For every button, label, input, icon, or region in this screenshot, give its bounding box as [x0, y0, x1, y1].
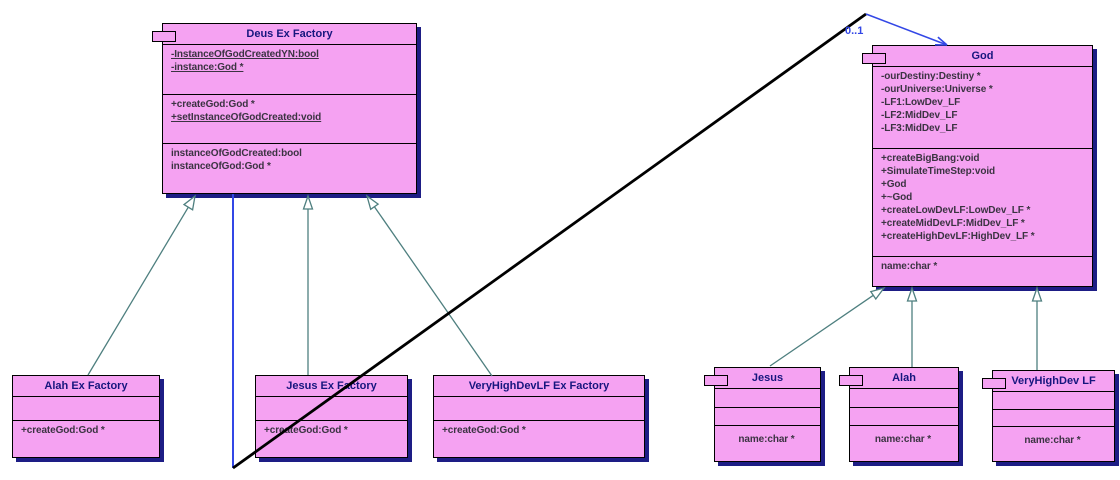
- god-member: name:char *: [881, 261, 938, 272]
- class-alah-ex-factory[interactable]: Alah Ex Factory +createGod:God *: [12, 375, 160, 458]
- class-deus-ex-factory[interactable]: Deus Ex Factory -InstanceOfGodCreatedYN:b…: [152, 23, 417, 194]
- deus-ex-factory-member: instanceOfGodCreated:bool: [171, 148, 302, 160]
- god-member: -LF3:MidDev_LF: [881, 123, 958, 134]
- god-member: -LF2:MidDev_LF: [881, 110, 958, 121]
- alah-title: Alah: [892, 372, 916, 384]
- jesus-ex-factory-compartment-2: +createGod:God *: [256, 420, 407, 457]
- alah-ex-factory-compartment-1: [13, 396, 159, 420]
- class-jesus-ex-factory[interactable]: Jesus Ex Factory +createGod:God *: [255, 375, 408, 458]
- god-title: God: [971, 50, 994, 62]
- god-member: +createLowDevLF:LowDev_LF *: [881, 205, 1031, 216]
- veryhighdev-lf-compartment-3: name:char *: [993, 426, 1114, 461]
- god-member: -ourDestiny:Destiny *: [881, 71, 981, 82]
- jesus-compartment-1: [715, 388, 820, 407]
- god-member: -ourUniverse:Universe *: [881, 84, 993, 95]
- god-member: +God: [881, 179, 907, 190]
- jesus-ex-factory-title: Jesus Ex Factory: [286, 380, 377, 392]
- alah-ex-factory-member: +createGod:God *: [21, 425, 105, 436]
- alah-ex-factory-title: Alah Ex Factory: [44, 380, 128, 392]
- deus-ex-factory-member: -instance:God *: [171, 62, 244, 73]
- jesus-member: name:char *: [738, 434, 795, 446]
- jesus-class-tab-icon: [704, 375, 728, 386]
- alah-compartment-2: [850, 406, 958, 426]
- deus-ex-factory-member: -InstanceOfGodCreatedYN:bool: [171, 49, 319, 60]
- god-member: +createBigBang:void: [881, 153, 980, 164]
- jesus-compartment-3: name:char *: [715, 425, 820, 461]
- veryhighdevlf-ex-factory-title: VeryHighDevLF Ex Factory: [468, 380, 610, 392]
- class-veryhighdev-lf[interactable]: VeryHighDev LF name:char *: [982, 370, 1115, 462]
- veryhighdev-lf-class-tab-icon: [982, 378, 1006, 389]
- deus-ex-factory-title: Deus Ex Factory: [246, 28, 333, 40]
- veryhighdevlf-ex-factory-compartment-1: [434, 396, 644, 420]
- alah-compartment-3: name:char *: [850, 425, 958, 461]
- god-compartment-2: +createBigBang:void +SimulateTimeStep:voi…: [873, 148, 1092, 256]
- god-compartment-3: name:char *: [873, 256, 1092, 286]
- veryhighdevlf-ex-factory-compartment-2: +createGod:God *: [434, 420, 644, 457]
- deus-ex-factory-member: +setInstanceOfGodCreated:void: [171, 111, 322, 123]
- deus-ex-factory-member: instanceOfGod:God *: [171, 161, 271, 173]
- god-member: +SimulateTimeStep:void: [881, 166, 996, 177]
- veryhighdev-lf-compartment-1: [993, 391, 1114, 409]
- alah-ex-factory-compartment-2: +createGod:God *: [13, 420, 159, 457]
- veryhighdevlf-ex-factory-member: +createGod:God *: [442, 425, 526, 436]
- jesus-ex-factory-compartment-1: [256, 396, 407, 420]
- veryhighdev-lf-compartment-2: [993, 408, 1114, 427]
- alah-compartment-1: [850, 388, 958, 407]
- god-member: -LF1:LowDev_LF: [881, 97, 961, 108]
- class-veryhighdevlf-ex-factory[interactable]: VeryHighDevLF Ex Factory +createGod:God *: [433, 375, 645, 458]
- alah-class-tab-icon: [839, 375, 863, 386]
- class-jesus[interactable]: Jesus name:char *: [704, 367, 821, 462]
- deus-ex-factory-compartment-1: -InstanceOfGodCreatedYN:bool -instance:Go…: [163, 44, 416, 94]
- class-god[interactable]: God -ourDestiny:Destiny * -ourUniverse:Uni…: [862, 45, 1093, 287]
- deus-ex-factory-member: +createGod:God *: [171, 98, 255, 110]
- jesus-compartment-2: [715, 406, 820, 426]
- jesus-title: Jesus: [751, 372, 784, 384]
- veryhighdev-lf-title: VeryHighDev LF: [1011, 375, 1096, 387]
- deus-ex-factory-class-tab-icon: [152, 31, 176, 42]
- god-class-tab-icon: [862, 53, 886, 64]
- class-alah[interactable]: Alah name:char *: [839, 367, 959, 462]
- jesus-ex-factory-member: +createGod:God *: [264, 425, 348, 436]
- god-member: +createMidDevLF:MidDev_LF *: [881, 218, 1025, 229]
- deus-ex-factory-compartment-2: +createGod:God *+setInstanceOfGodCreated…: [163, 93, 416, 144]
- god-compartment-1: -ourDestiny:Destiny * -ourUniverse:Univer…: [873, 66, 1092, 148]
- god-member: +createHighDevLF:HighDev_LF *: [881, 231, 1035, 242]
- god-member: +~God: [881, 192, 913, 203]
- veryhighdev-lf-member: name:char *: [1024, 435, 1081, 447]
- alah-member: name:char *: [874, 434, 932, 446]
